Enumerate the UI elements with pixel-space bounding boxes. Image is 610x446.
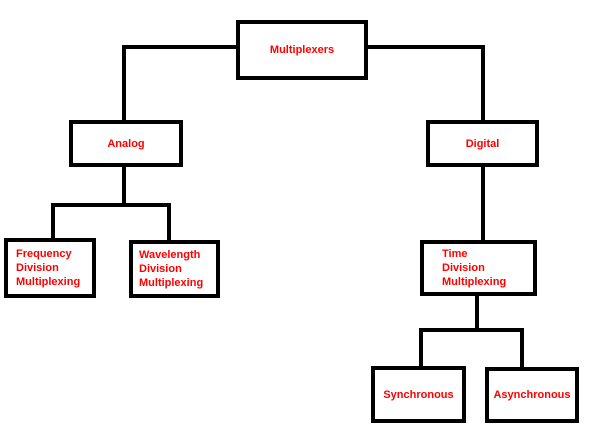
- edge-multiplexers-digital: [364, 45, 485, 122]
- node-frequency-division-multiplexing: Frequency Division Multiplexing: [4, 238, 96, 298]
- edge-analog-children: [51, 203, 171, 242]
- node-wavelength-division-multiplexing: Wavelength Division Multiplexing: [129, 240, 220, 298]
- node-digital-label: Digital: [465, 137, 500, 150]
- node-wavelength-division-multiplexing-label: Wavelength Division Multiplexing: [139, 249, 204, 289]
- node-asynchronous: Asynchronous: [485, 367, 579, 423]
- edge-tdm-children: [419, 328, 524, 369]
- node-analog-label: Analog: [107, 137, 145, 150]
- edge-multiplexers-analog: [122, 45, 240, 122]
- node-analog: Analog: [69, 120, 183, 167]
- node-time-division-multiplexing: Time Division Multiplexing: [420, 240, 537, 296]
- node-multiplexers: Multiplexers: [236, 20, 368, 80]
- node-digital: Digital: [426, 120, 539, 167]
- node-multiplexers-label: Multiplexers: [269, 44, 335, 56]
- node-time-division-multiplexing-label: Time Division Multiplexing: [442, 248, 507, 288]
- node-synchronous-label: Synchronous: [383, 388, 454, 401]
- node-synchronous: Synchronous: [371, 366, 466, 423]
- node-frequency-division-multiplexing-label: Frequency Division Multiplexing: [16, 248, 81, 288]
- node-asynchronous-label: Asynchronous: [493, 389, 571, 401]
